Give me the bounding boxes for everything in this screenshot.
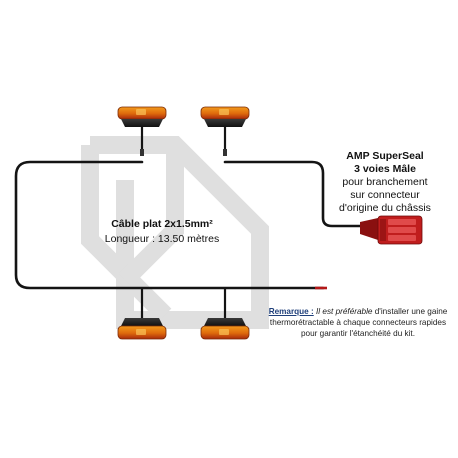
remark-note: Remarque : Il est préférable d'installer… (262, 306, 454, 339)
marker-lamp-top-right (200, 106, 250, 156)
cable-label: Câble plat 2x1.5mm² Longueur : 13.50 mèt… (92, 217, 232, 247)
marker-lamp-bottom-left (117, 288, 167, 340)
connector-desc-3: d'origine du châssis (339, 202, 431, 214)
cable-length: Longueur : 13.50 mètres (104, 233, 220, 245)
cable-title: Câble plat 2x1.5mm² (111, 218, 213, 230)
connector-title: AMP SuperSeal (346, 150, 424, 162)
remark-label: Remarque : (268, 307, 314, 316)
amp-superseal-connector (360, 215, 423, 245)
marker-lamp-top-left (117, 106, 167, 156)
connector-label: AMP SuperSeal 3 voies Mâle pour branchem… (320, 150, 450, 215)
connector-desc-1: pour branchement (342, 176, 428, 188)
connector-subtitle: 3 voies Mâle (354, 163, 416, 175)
remark-italic: Il est préférable (316, 307, 373, 316)
marker-lamp-bottom-right (200, 288, 250, 340)
remark-text: d'installer une gaine thermorétractable … (269, 307, 448, 338)
flat-cable (14, 160, 364, 290)
connector-desc-2: sur connecteur (350, 189, 420, 201)
